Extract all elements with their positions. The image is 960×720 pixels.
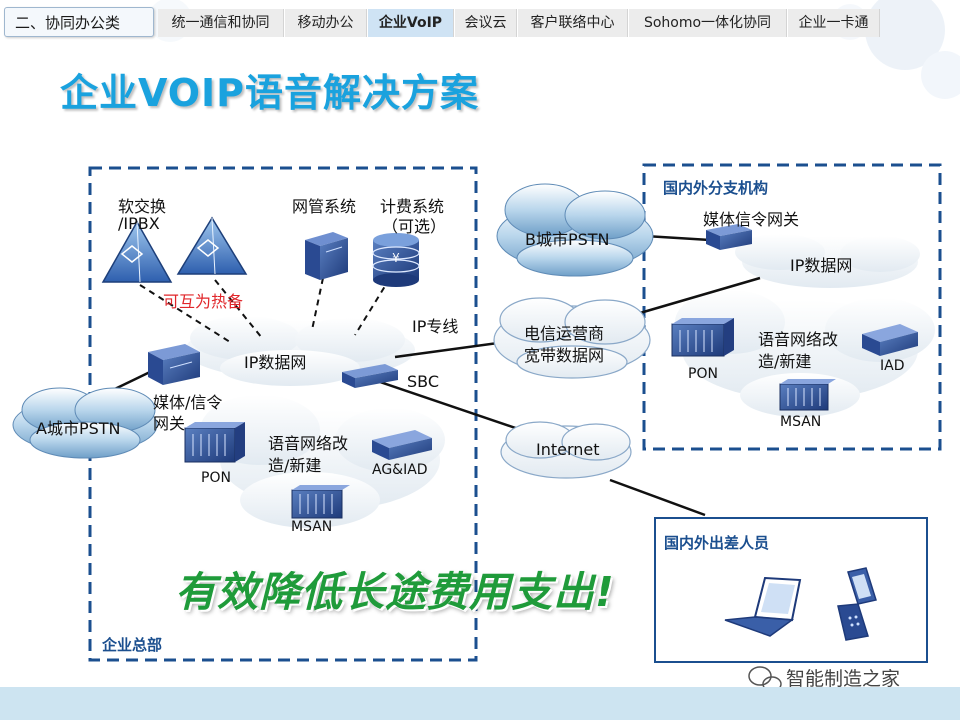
hq-msan-label: MSAN	[291, 519, 333, 535]
carrier-cloud	[493, 297, 651, 379]
hq-box-label: 企业总部	[102, 636, 163, 654]
tab-enterprise-card[interactable]: 企业一卡通	[788, 9, 880, 37]
hq-pon-device-icon	[184, 422, 245, 463]
hq-ip-cloud	[185, 316, 415, 386]
branch-pon-device-icon	[671, 318, 734, 357]
softswitch-pyramid-icon-2	[176, 216, 248, 275]
tab-mobile-office[interactable]: 移动办公	[285, 9, 367, 37]
tab-conference-cloud[interactable]: 会议云	[455, 9, 517, 37]
ip-line-label: IP专线	[412, 317, 459, 336]
carrier-label-2: 宽带数据网	[524, 346, 605, 365]
internet-cloud	[500, 421, 632, 479]
pstn-a-cloud	[12, 387, 158, 459]
branch-pon-label: PON	[688, 366, 718, 382]
branch-rebuild-label-1: 语音网络改	[758, 330, 839, 349]
hq-media-gateway-icon	[148, 344, 200, 385]
branch-msan-label: MSAN	[780, 414, 822, 430]
pstn-b-label: B城市PSTN	[525, 230, 610, 249]
sbc-label: SBC	[407, 372, 440, 391]
softswitch-label-1: 软交换	[118, 197, 167, 216]
hq-gateway-label-2: 网关	[153, 414, 186, 433]
hq-rebuild-label-2: 造/新建	[268, 456, 322, 475]
tab-contact-center[interactable]: 客户联络中心	[518, 9, 628, 37]
branch-iad-device-icon	[862, 324, 918, 356]
billing-label-2: （可选）	[382, 217, 447, 236]
mobile-phone-icon	[837, 567, 877, 641]
page-title: 企业VOIP语音解决方案	[60, 71, 480, 115]
hq-ag-iad-label: AG&IAD	[372, 462, 428, 478]
branch-msan-device-icon	[779, 379, 836, 411]
billing-database-icon: ¥	[372, 233, 420, 287]
nms-label: 网管系统	[292, 197, 357, 216]
section-tab[interactable]: 二、协同办公类	[4, 7, 154, 37]
branch-ip-cloud	[735, 234, 920, 288]
travel-box	[654, 517, 928, 663]
softswitch-pyramid-icon-1	[101, 220, 173, 283]
hq-ag-iad-device-icon	[372, 430, 432, 460]
branch-iad-label: IAD	[880, 358, 905, 374]
branch-rebuild-label-2: 造/新建	[758, 352, 812, 371]
hq-pon-label: PON	[201, 470, 231, 486]
laptop-icon	[724, 576, 802, 637]
hq-rebuild-label-1: 语音网络改	[268, 434, 349, 453]
nms-server-icon	[305, 232, 348, 280]
dashed-links	[139, 277, 391, 343]
billing-label-1: 计费系统	[380, 197, 445, 216]
branch-media-gateway-icon	[706, 224, 752, 250]
sbc-device-icon	[342, 364, 398, 388]
hq-ip-network-label: IP数据网	[244, 353, 307, 372]
tab-unified-communications[interactable]: 统一通信和协同	[158, 9, 284, 37]
hot-backup-label: 可互为热备	[163, 292, 244, 311]
branch-ip-network-label: IP数据网	[790, 256, 853, 275]
branch-gateway-label: 媒体信令网关	[703, 210, 800, 229]
pstn-a-label: A城市PSTN	[36, 419, 121, 438]
carrier-label-1: 电信运营商	[524, 324, 605, 343]
travel-box-label: 国内外出差人员	[664, 534, 770, 552]
hq-gateway-label-1: 媒体/信令	[153, 393, 223, 412]
hq-msan-device-icon	[291, 485, 350, 519]
footer-band	[0, 687, 960, 720]
watermark-text: 智能制造之家	[786, 668, 901, 690]
top-nav: 二、协同办公类 统一通信和协同 移动办公 企业VoIP 会议云 客户联络中心 S…	[0, 5, 960, 39]
branch-box	[642, 163, 942, 451]
svg-text:¥: ¥	[392, 251, 400, 265]
pstn-b-cloud	[496, 183, 654, 277]
slogan: 有效降低长途费用支出!	[175, 568, 615, 616]
tab-sohomo[interactable]: Sohomo一体化协同	[629, 9, 787, 37]
tab-enterprise-voip[interactable]: 企业VoIP	[368, 9, 454, 37]
softswitch-label-2: /IPBX	[118, 214, 160, 233]
branch-box-label: 国内外分支机构	[663, 179, 769, 197]
internet-label: Internet	[536, 440, 600, 459]
